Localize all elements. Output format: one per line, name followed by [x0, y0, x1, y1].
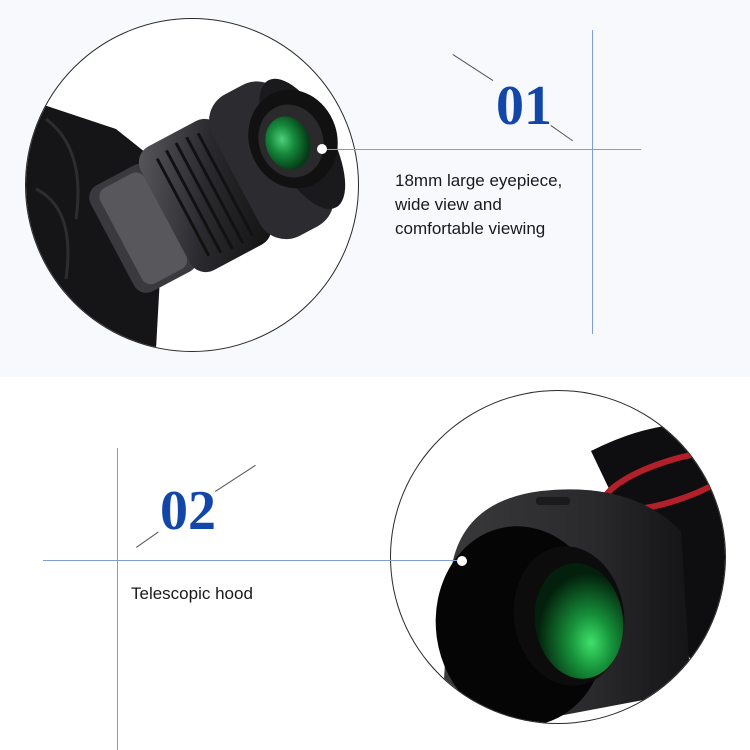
feature-1-description-line: comfortable viewing [395, 219, 546, 238]
feature-2-number: 02 [160, 480, 216, 542]
eyepiece-image [25, 18, 359, 352]
feature-1-description: 18mm large eyepiece, wide view and comfo… [395, 169, 562, 241]
feature-1-description-line: 18mm large eyepiece, [395, 171, 563, 190]
telescopic-hood-image [390, 390, 726, 724]
feature-1-number: 01 [496, 75, 552, 137]
feature-2-horizontal-guide [43, 560, 457, 561]
hood-callout-dot [457, 556, 467, 566]
eyepiece-illustration [26, 78, 346, 351]
feature-2-description-line: Telescopic hood [131, 584, 253, 603]
hood-illustration [435, 424, 725, 723]
feature-1-horizontal-guide [327, 149, 641, 150]
feature-1-description-line: wide view and [395, 195, 502, 214]
feature-2-description: Telescopic hood [131, 582, 253, 606]
feature-1-vertical-guide [592, 30, 593, 334]
feature-2-vertical-guide [117, 448, 118, 750]
eyepiece-callout-dot [317, 144, 327, 154]
